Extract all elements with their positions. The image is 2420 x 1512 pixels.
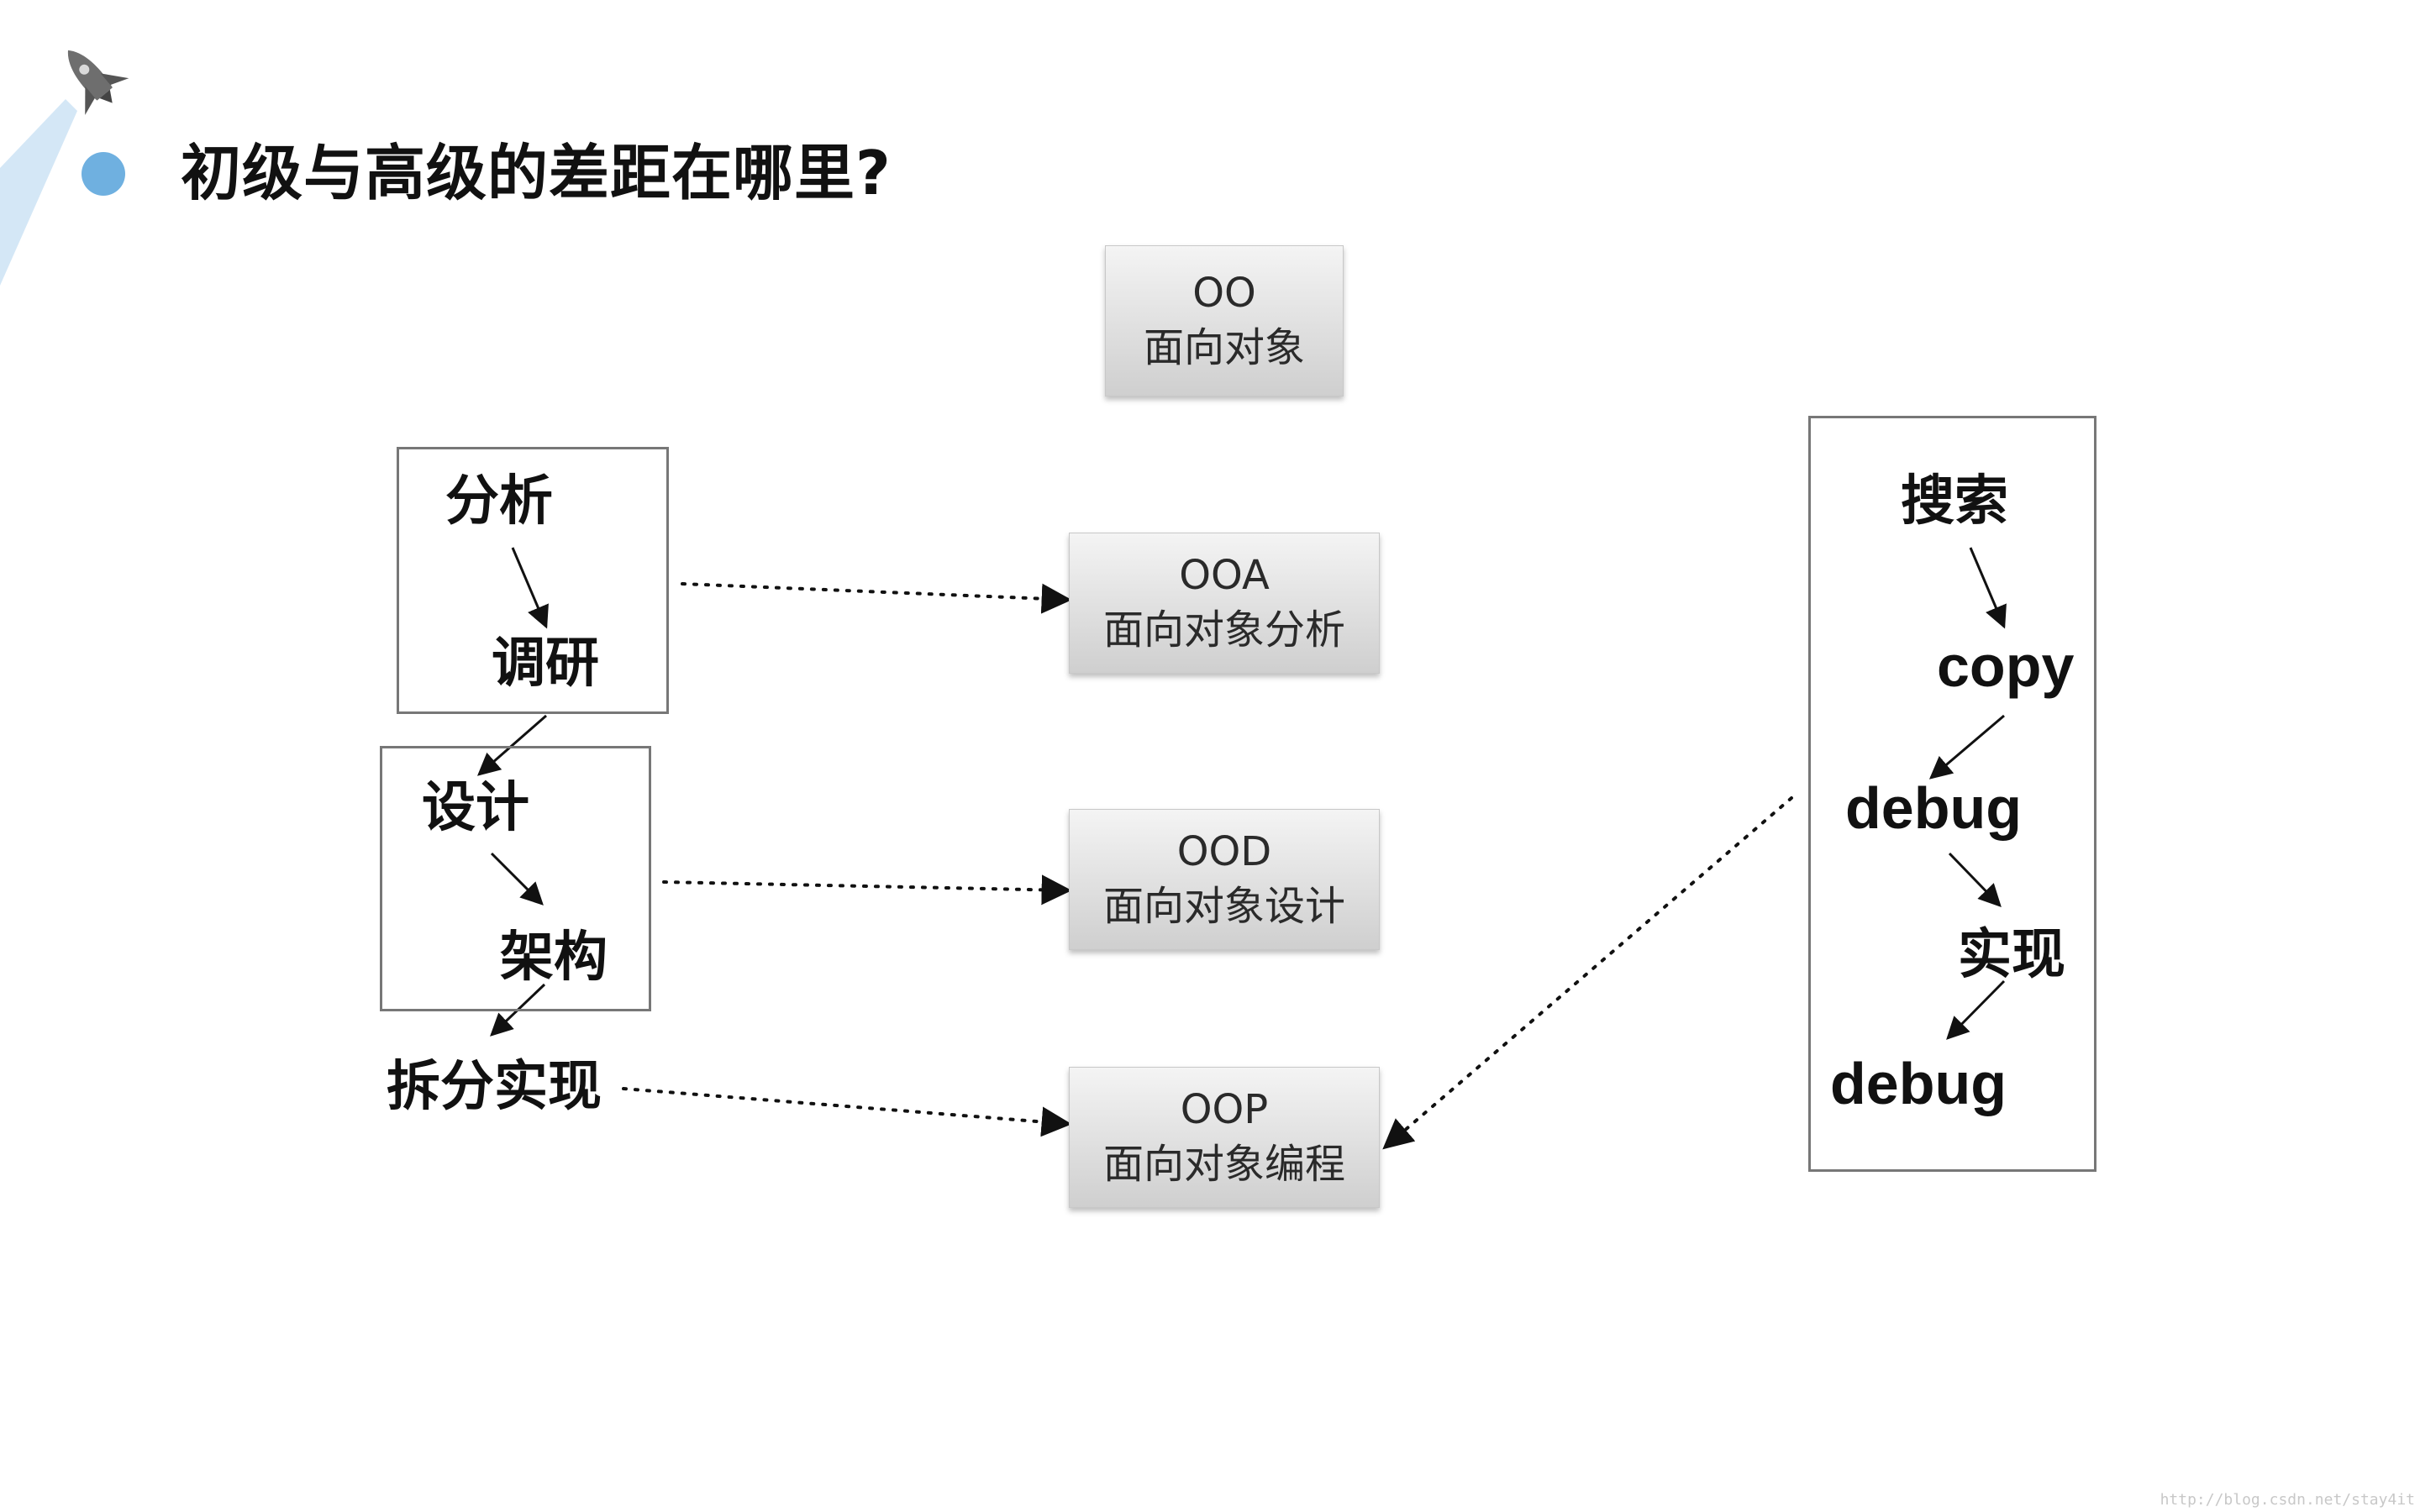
ooa-name: 面向对象分析 <box>1102 606 1345 654</box>
oop-box: OOP 面向对象编程 <box>1069 1067 1380 1208</box>
label-implement: 实现 <box>1958 924 2065 986</box>
light-beam-decoration <box>0 99 77 286</box>
watermark-url: http://blog.csdn.net/stay4it <box>2160 1491 2415 1509</box>
arrow-search-to-copy <box>1969 547 2007 629</box>
page-title: 初级与高级的差距在哪里? <box>181 138 892 208</box>
label-analysis: 分析 <box>445 470 553 533</box>
oop-name: 面向对象编程 <box>1102 1141 1345 1188</box>
label-debug-2: debug <box>1830 1051 2007 1116</box>
design-group-frame <box>380 746 651 1011</box>
ood-name: 面向对象设计 <box>1102 883 1345 930</box>
dotted-arrow-to-ooa <box>681 582 1072 614</box>
label-research: 调研 <box>492 633 599 695</box>
label-debug-1: debug <box>1845 775 2022 841</box>
rocket-icon <box>67 50 129 115</box>
label-design: 设计 <box>422 777 529 839</box>
ooa-box: OOA 面向对象分析 <box>1069 533 1380 674</box>
oo-name: 面向对象 <box>1143 324 1305 371</box>
oo-abbr: OO <box>1192 270 1256 318</box>
oo-box: OO 面向对象 <box>1105 245 1344 396</box>
analysis-group-frame <box>397 447 669 714</box>
ood-box: OOD 面向对象设计 <box>1069 809 1380 950</box>
label-architecture: 架构 <box>500 927 608 989</box>
dotted-arrow-from-right-to-oop <box>1382 796 1793 1150</box>
ood-abbr: OOD <box>1176 828 1272 876</box>
label-split-implement: 拆分实现 <box>387 1056 602 1118</box>
dotted-arrow-to-oop <box>622 1087 1072 1137</box>
arrow-research-to-design <box>476 714 547 776</box>
ooa-abbr: OOA <box>1179 552 1270 600</box>
dotted-arrow-to-ood <box>662 874 1072 906</box>
beginner-group-frame <box>1808 416 2096 1172</box>
arrow-design-to-architecture <box>490 852 544 906</box>
blue-dot-icon <box>82 152 125 196</box>
arrow-analysis-to-research <box>511 547 549 629</box>
arrow-copy-to-debug <box>1928 714 2005 780</box>
oop-abbr: OOP <box>1180 1086 1269 1134</box>
label-search: 搜索 <box>1901 470 2008 533</box>
arrow-implement-to-debug <box>1946 979 2006 1040</box>
label-copy: copy <box>1937 633 2075 699</box>
arrow-debug-to-implement <box>1948 852 2002 907</box>
